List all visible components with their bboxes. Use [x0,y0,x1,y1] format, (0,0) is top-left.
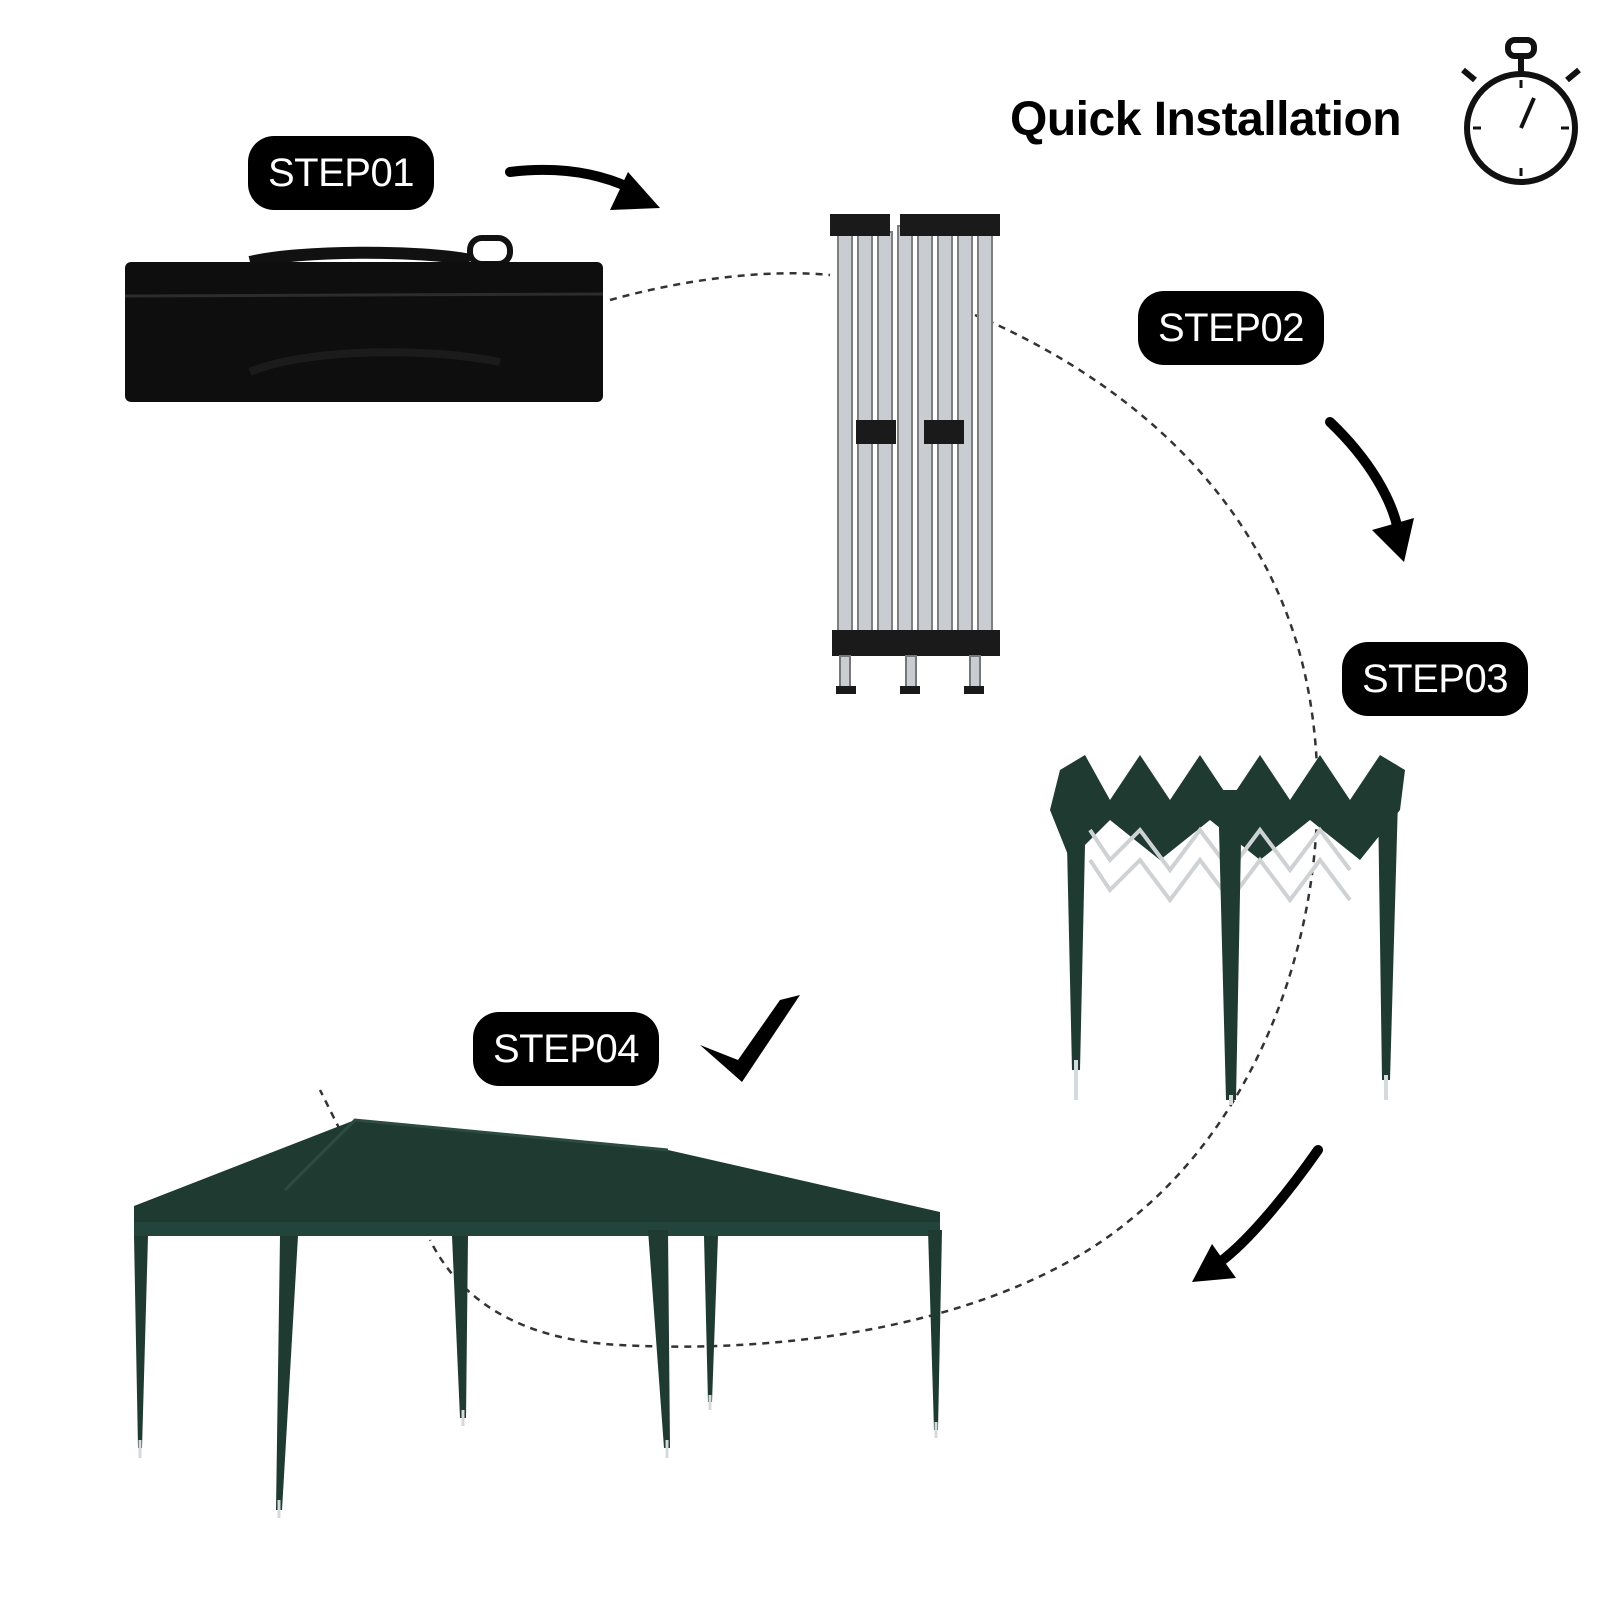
flow-path-dashed [318,272,1319,1348]
arrow-icon-step3 [1192,1145,1323,1282]
assembled-canopy [134,1118,942,1518]
stopwatch-icon [1461,37,1581,185]
folded-frame [830,214,1000,694]
partially-open-canopy [1050,755,1405,1105]
page-title: Quick Installation [1010,93,1402,146]
step-label-03: STEP03 [1342,642,1528,716]
step-label-04: STEP04 [473,1012,659,1086]
arrow-icon-step1 [505,165,660,210]
checkmark-icon [700,995,800,1082]
arrow-icon-step2 [1325,417,1414,562]
carry-bag [124,235,604,402]
step-label-01: STEP01 [248,136,434,210]
step-label-02: STEP02 [1138,291,1324,365]
